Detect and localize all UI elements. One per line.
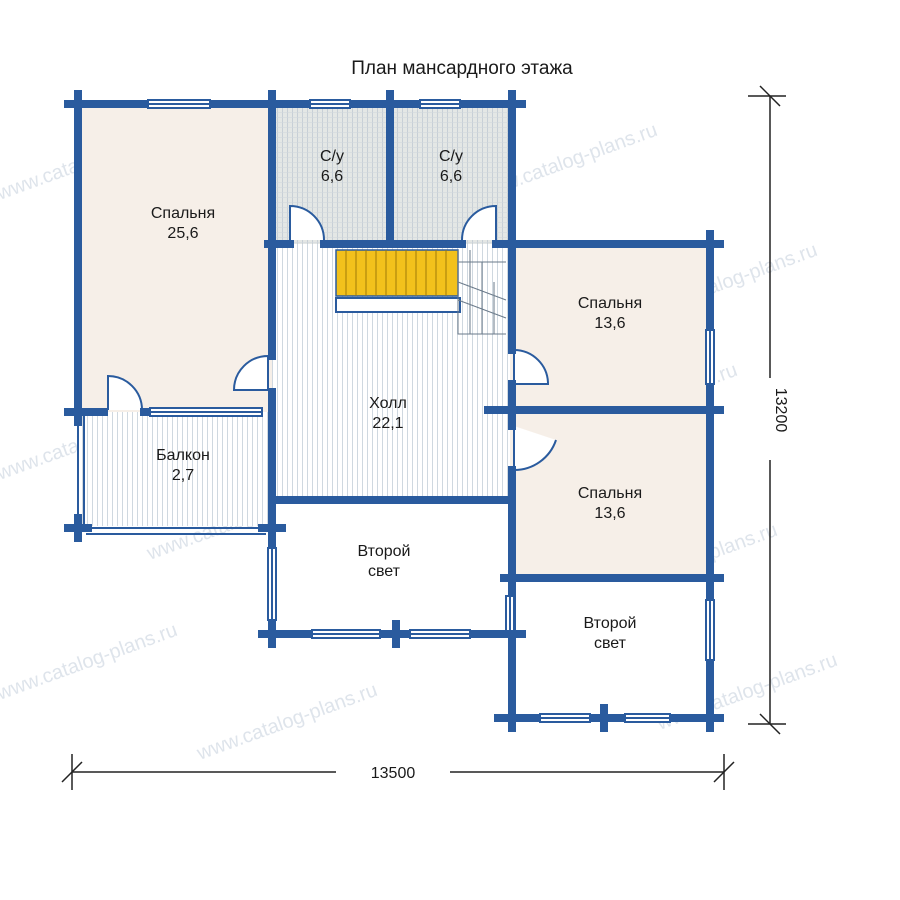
bedroom-1-area: 25,6 — [167, 225, 198, 242]
watermark-text: www.catalog-plans.ru — [0, 619, 180, 705]
door-bath-2 — [461, 204, 497, 241]
bedroom-2-area: 13,6 — [594, 315, 625, 332]
door-bath-1 — [289, 204, 325, 241]
balcony-fill — [78, 412, 272, 526]
door-bedroom-1 — [232, 354, 269, 391]
bath-1-name: С/у — [320, 148, 344, 165]
second-light-2-name: Второй — [584, 615, 637, 632]
dimension-height-label: 13200 — [772, 388, 789, 433]
hall-area: 22,1 — [372, 415, 403, 432]
plan-title: План мансардного этажа — [351, 58, 573, 79]
bedroom-3-area: 13,6 — [594, 505, 625, 522]
bath-2-area: 6,6 — [440, 168, 462, 185]
second-light-1-fill — [272, 500, 510, 634]
doors — [107, 204, 557, 472]
watermark-text: www.catalog-plans.ru — [193, 679, 380, 765]
bedroom-1-fill — [78, 104, 272, 412]
balcony-area: 2,7 — [172, 467, 194, 484]
bath-1-area: 6,6 — [321, 168, 343, 185]
second-light-1-area: свет — [368, 563, 401, 580]
dimension-width-label: 13500 — [371, 765, 416, 782]
bedroom-3-name: Спальня — [578, 485, 642, 502]
bedroom-2-name: Спальня — [578, 295, 642, 312]
hall-name: Холл — [369, 395, 407, 412]
second-light-2-area: свет — [594, 635, 627, 652]
bath-2-name: С/у — [439, 148, 463, 165]
balcony-name: Балкон — [156, 447, 210, 464]
room-labels: Спальня 25,6 С/у 6,6 С/у 6,6 Спальня 13,… — [151, 148, 642, 652]
door-balcony — [107, 374, 143, 411]
dimension-width — [61, 754, 735, 790]
thin-lines — [77, 99, 715, 723]
log-ends — [64, 90, 724, 732]
door-bedroom-2 — [513, 348, 550, 385]
bedroom-1-name: Спальня — [151, 205, 215, 222]
second-light-2-fill — [510, 578, 712, 718]
staircase — [335, 249, 507, 335]
second-light-1-name: Второй — [358, 543, 411, 560]
dimension-height — [748, 85, 786, 735]
